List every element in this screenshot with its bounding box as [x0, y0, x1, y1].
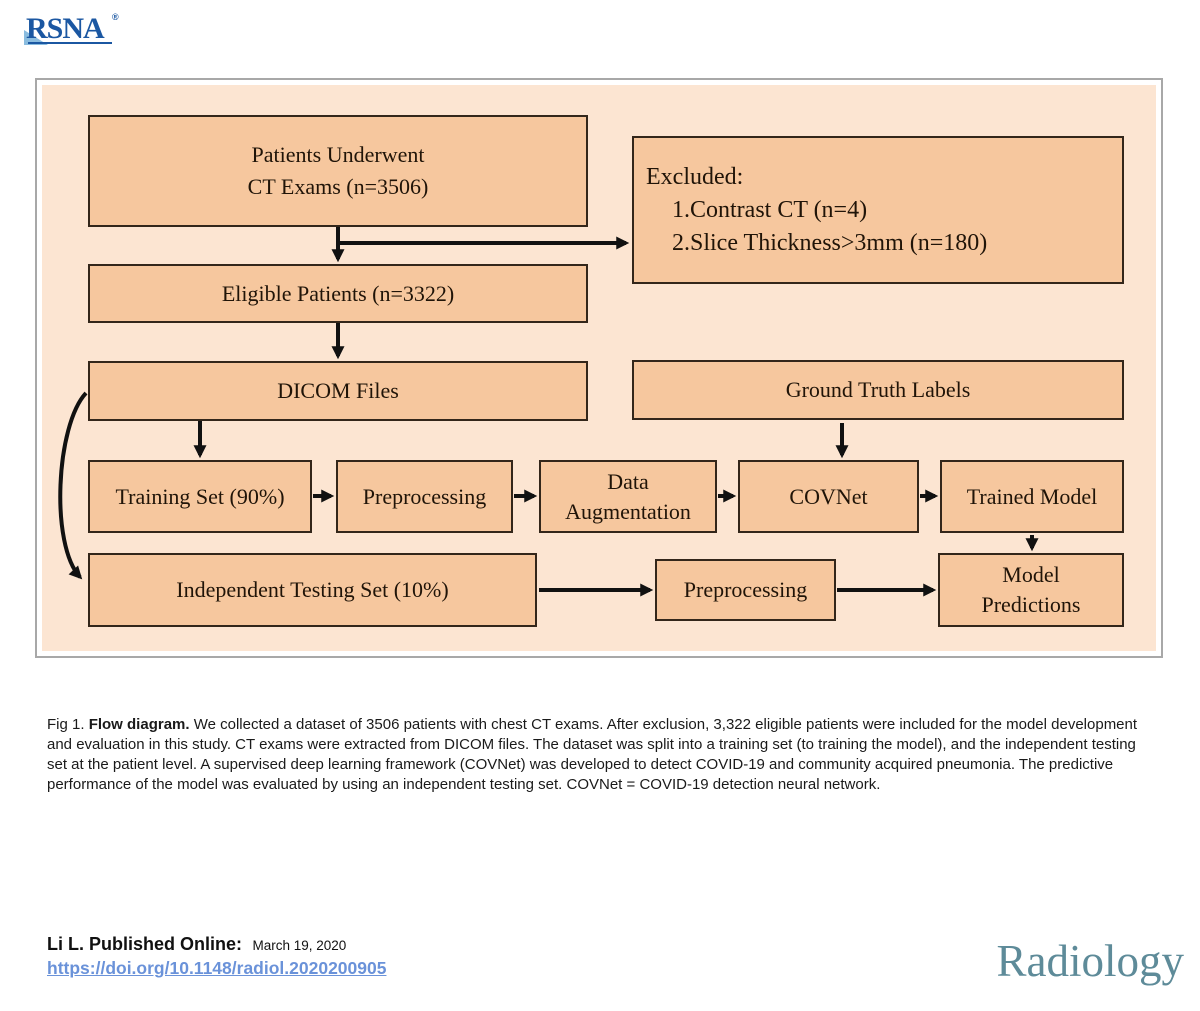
box-label: Independent Testing Set (10%) [176, 577, 449, 602]
rsna-accent-triangle-icon [24, 30, 48, 45]
caption-bold-title: Flow diagram. [88, 716, 190, 733]
box-label: Training Set (90%) [115, 483, 285, 509]
box-patients-underwent: Patients Underwent CT Exams (n=3506) [88, 115, 588, 227]
caption-fig-label: Fig 1. [47, 716, 89, 733]
arrow-dicom-to-testingset-curve [58, 391, 88, 580]
box-label: Eligible Patients (n=3322) [221, 280, 455, 306]
box-dicom-files: DICOM Files [88, 361, 588, 421]
radiology-journal-logo: Radiology [996, 936, 1185, 986]
caption-body: We collected a dataset of 3506 patients … [47, 716, 1138, 793]
publication-byline: Li L. Published Online: March 19, 2020 [47, 934, 346, 955]
box-label: Trained Model [966, 483, 1098, 509]
box-preprocessing-testing: Preprocessing [655, 559, 836, 621]
box-independent-testing-set: Independent Testing Set (10%) [88, 553, 537, 627]
flow-diagram: Patients Underwent CT Exams (n=3506) Exc… [42, 85, 1156, 651]
excluded-item: 1.Contrast CT (n=4) [672, 196, 868, 223]
byline-author: Li L. Published Online: [47, 934, 243, 954]
box-label: COVNet [789, 483, 868, 509]
figure-caption: Fig 1. Flow diagram. We collected a data… [47, 715, 1159, 795]
box-trained-model: Trained Model [940, 460, 1124, 533]
byline-date: March 19, 2020 [252, 938, 347, 953]
box-label: CT Exams (n=3506) [247, 174, 429, 199]
registered-trademark-icon: ® [112, 12, 119, 22]
figure-panel: Patients Underwent CT Exams (n=3506) Exc… [35, 78, 1163, 658]
excluded-item: 2.Slice Thickness>3mm (n=180) [672, 229, 988, 256]
box-model-predictions: Model Predictions [938, 553, 1124, 627]
box-label: Data [607, 468, 649, 494]
box-excluded: Excluded: 1.Contrast CT (n=4) 2.Slice Th… [632, 136, 1124, 284]
box-label: Predictions [981, 592, 1081, 617]
box-label: Preprocessing [362, 483, 487, 509]
box-label: Model [1002, 562, 1060, 587]
box-label: Patients Underwent [251, 142, 425, 167]
box-covnet: COVNet [738, 460, 919, 533]
box-label: Augmentation [565, 498, 691, 524]
rsna-baseline-rule [28, 42, 112, 44]
box-label: DICOM Files [277, 378, 399, 403]
doi-link[interactable]: https://doi.org/10.1148/radiol.202020090… [47, 958, 387, 978]
box-eligible-patients: Eligible Patients (n=3322) [88, 264, 588, 323]
box-ground-truth-labels: Ground Truth Labels [632, 360, 1124, 420]
box-label: Ground Truth Labels [785, 377, 971, 402]
box-label: Preprocessing [683, 577, 808, 602]
box-data-augmentation: Data Augmentation [539, 460, 717, 533]
box-preprocessing-training: Preprocessing [336, 460, 513, 533]
box-training-set: Training Set (90%) [88, 460, 312, 533]
rsna-logo: RSNA ® [24, 12, 124, 48]
box-label: Excluded: [646, 163, 744, 190]
rsna-logo-text: RSNA [26, 12, 105, 45]
